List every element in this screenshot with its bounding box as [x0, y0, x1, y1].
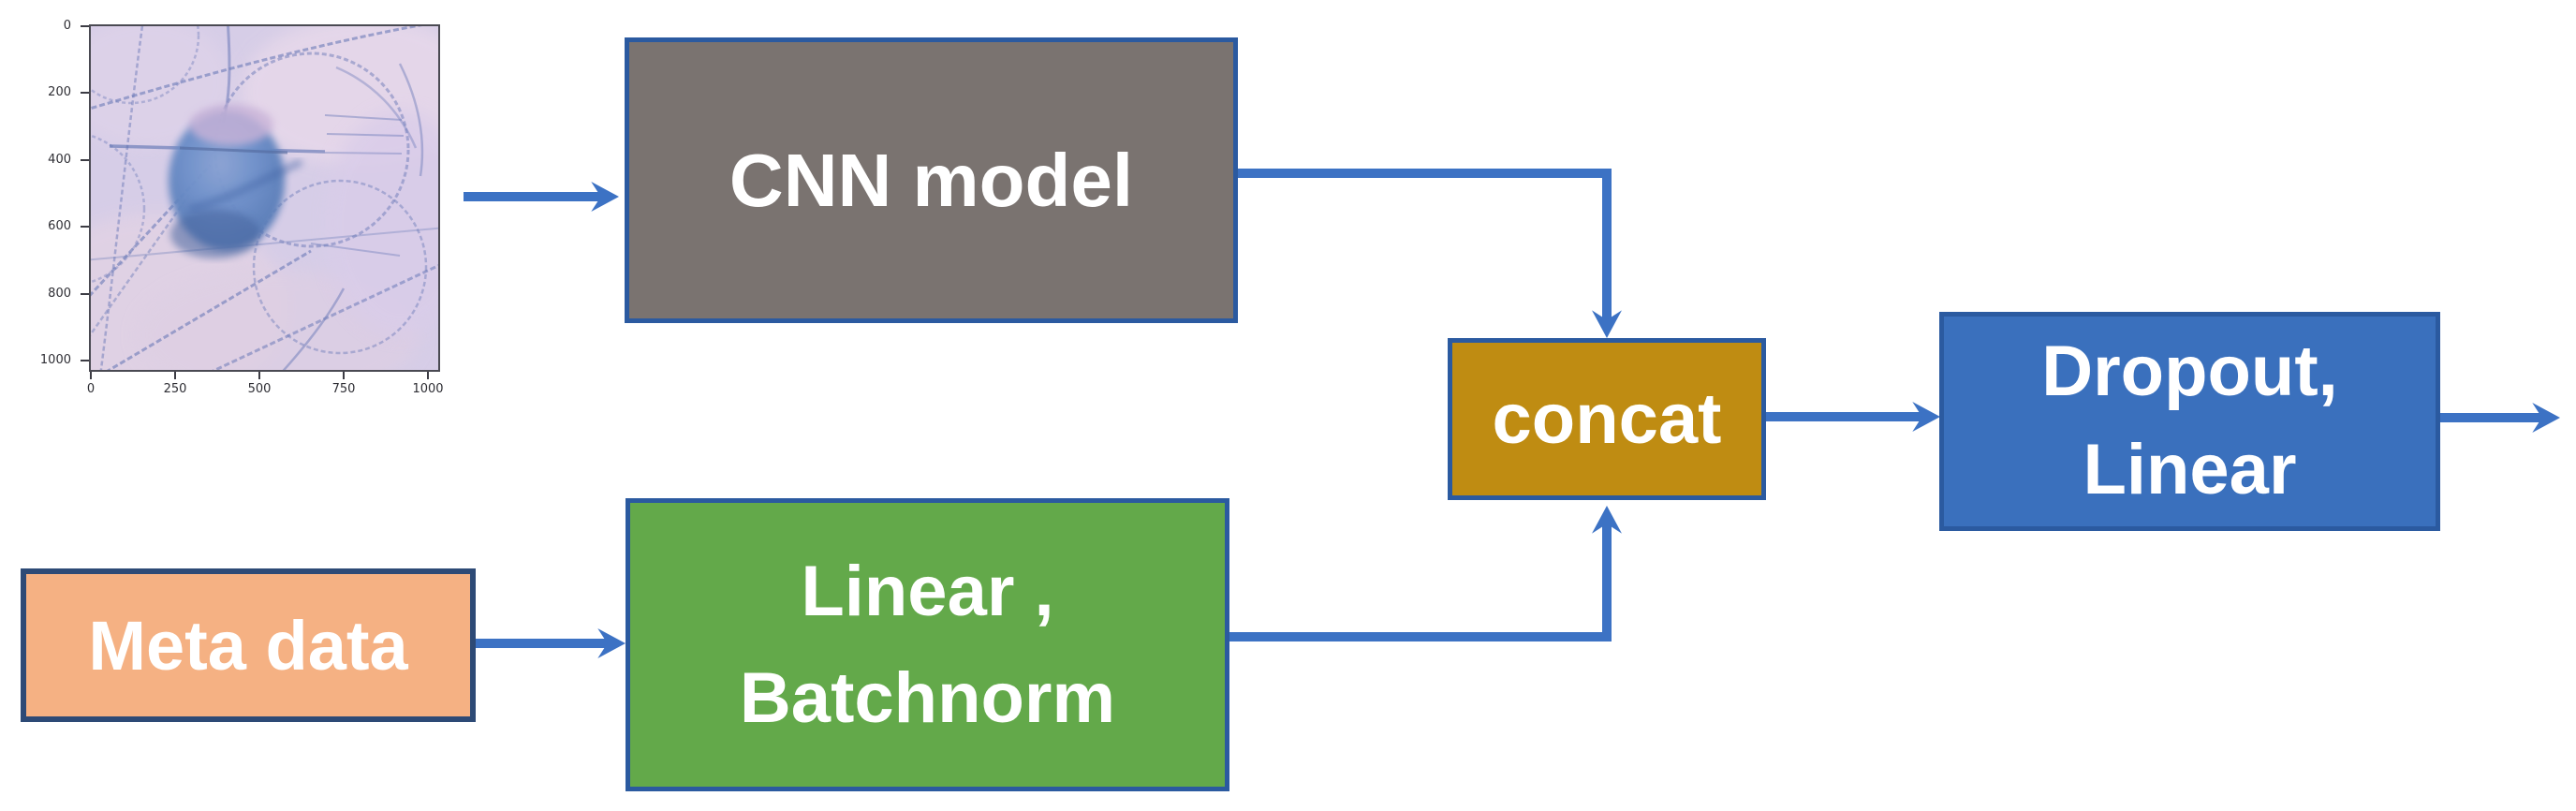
x-tick-label: 0	[86, 382, 96, 396]
y-tick-label: 1000	[39, 353, 71, 367]
node-linear-batchnorm-label-line2: Batchnorm	[739, 657, 1116, 738]
y-tick-mark	[81, 293, 89, 295]
y-tick-label: 0	[63, 19, 71, 33]
fiber-lines	[91, 26, 438, 370]
node-linear-batchnorm: Linear , Batchnorm	[626, 498, 1229, 791]
y-tick-mark	[81, 92, 89, 94]
arrow-linear-to-concat	[1229, 505, 1623, 641]
node-cnn-model-label: CNN model	[729, 138, 1134, 222]
cell-blob	[169, 104, 303, 258]
y-tick-mark	[81, 159, 89, 161]
y-tick-mark	[81, 25, 89, 27]
x-tick-mark	[427, 371, 429, 379]
node-concat-label: concat	[1492, 379, 1722, 459]
microscopy-figure: 0 200 400 600 800 1000 0 250 500 750 100…	[0, 0, 487, 421]
microscopy-image	[89, 24, 440, 372]
node-cnn-model: CNN model	[625, 37, 1238, 323]
node-linear-batchnorm-label-line1: Linear ,	[801, 551, 1054, 631]
x-tick-mark	[174, 371, 176, 379]
y-tick-label: 600	[48, 219, 71, 233]
y-tick-label: 400	[48, 153, 71, 167]
y-tick-label: 200	[48, 85, 71, 99]
y-tick-mark	[81, 360, 89, 361]
arrow-cnn-to-concat	[1238, 169, 1623, 339]
x-tick-label: 500	[247, 382, 272, 396]
x-tick-label: 250	[163, 382, 187, 396]
node-dropout-linear-label-line1: Dropout,	[2041, 332, 2338, 412]
node-concat: concat	[1448, 338, 1766, 500]
node-dropout-linear-label-line2: Linear	[2083, 430, 2297, 509]
x-tick-mark	[343, 371, 345, 379]
x-tick-label: 750	[331, 382, 356, 396]
node-meta-data: Meta data	[21, 568, 476, 722]
x-tick-mark	[90, 371, 92, 379]
y-tick-label: 800	[48, 287, 71, 301]
node-dropout-linear: Dropout, Linear	[1939, 312, 2440, 531]
y-tick-mark	[81, 226, 89, 228]
cell-image-art	[91, 26, 438, 370]
x-tick-label: 1000	[412, 382, 444, 396]
x-tick-mark	[258, 371, 260, 379]
node-meta-data-label: Meta data	[88, 606, 408, 685]
